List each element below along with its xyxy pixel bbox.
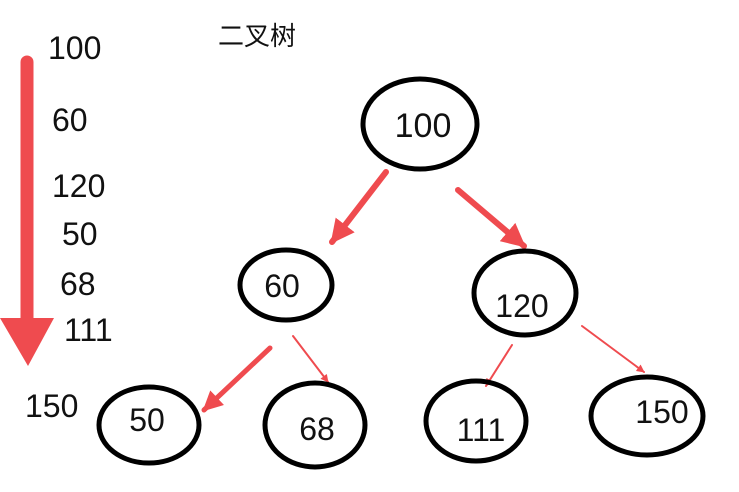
- node-label-100: 100: [395, 107, 452, 145]
- tree-node-150: 150: [588, 374, 706, 458]
- title: 二叉树: [218, 22, 297, 52]
- tree-node-111: 111: [423, 378, 529, 464]
- node-label-68: 68: [299, 411, 335, 447]
- edge-120-111: [485, 344, 513, 387]
- edge-100-120: [455, 187, 527, 249]
- edge-60-68: [292, 335, 329, 383]
- node-label-150: 150: [635, 394, 688, 430]
- order-item-100: 100: [48, 30, 102, 66]
- order-item-50: 50: [62, 216, 98, 252]
- edge-120-150: [581, 325, 645, 373]
- order-item-68: 68: [60, 266, 96, 302]
- tree-node-120: 120: [471, 248, 579, 338]
- edge-60-50: [201, 345, 273, 413]
- edge-100-60: [329, 169, 389, 245]
- order-item-120: 120: [52, 168, 106, 204]
- order-item-111: 111: [64, 312, 113, 348]
- node-label-111: 111: [457, 412, 506, 448]
- node-label-120: 120: [495, 288, 548, 324]
- tree-node-60: 60: [237, 247, 335, 323]
- tree-node-68: 68: [262, 380, 368, 470]
- order-item-150: 150: [25, 388, 79, 424]
- node-label-50: 50: [129, 402, 165, 438]
- tree-node-50: 50: [96, 384, 202, 466]
- tree-node-100: 100: [360, 76, 480, 172]
- node-label-60: 60: [264, 268, 300, 304]
- order-item-60: 60: [52, 102, 88, 138]
- order-arrow-head: [0, 318, 54, 366]
